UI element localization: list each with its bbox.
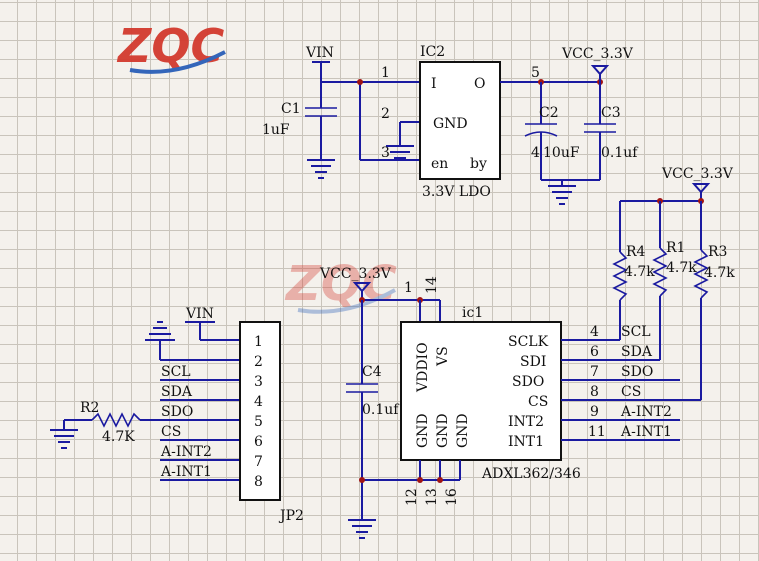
ldo-pin-input: I (431, 76, 437, 92)
header-ref: JP2 (278, 508, 304, 524)
ldo-pin4-number: 4 (531, 145, 540, 161)
ldo-section: VIN C1 1uF 1 2 3 IC2 I O GND en by (262, 44, 639, 205)
ldo-type: 3.3V LDO (422, 184, 491, 200)
accel-pin-num-9: 9 (590, 404, 599, 420)
r4-ref: R4 (626, 244, 646, 260)
c2-value: 10uF (543, 145, 580, 161)
zqc-logo-top: ZQC (116, 19, 226, 74)
ldo-ic-box (419, 61, 501, 180)
header-section: VIN SCL SDA SDO CS A-INT2 A-INT1 R2 4. (50, 306, 304, 524)
c2-ref: C2 (539, 105, 559, 121)
pullup-vcc-label: VCC_3.3V (661, 166, 734, 182)
accel-net-sdo: SDO (621, 364, 653, 380)
accel-pin-int2: INT2 (508, 414, 544, 430)
accel-pin-gnd-2: GND (435, 413, 451, 448)
header-net-cs: CS (161, 424, 181, 440)
accel-net-scl: SCL (621, 324, 651, 340)
accel-pin12-number: 12 (404, 488, 420, 506)
header-box (239, 321, 281, 501)
header-pin-5: 5 (254, 414, 263, 430)
accel-pin-num-4: 4 (590, 324, 599, 340)
accel-pin14-number: 14 (424, 276, 440, 294)
accelerometer-section: VCC_3.3V 1 14 C4 0.1uf ic1 ADXL362/346 V… (319, 266, 701, 539)
zqc-logo-watermark: ZQC (284, 256, 397, 314)
ldo-vin-label: VIN (305, 45, 334, 61)
accel-pin-sclk: SCLK (508, 334, 549, 350)
ldo-pin1-number: 1 (381, 65, 390, 81)
header-pin-2: 2 (254, 354, 263, 370)
ldo-vcc-label: VCC_3.3V (561, 46, 634, 62)
r3-value: 4.7k (704, 265, 735, 281)
accel-vcc-label: VCC_3.3V (319, 266, 392, 282)
r1-value: 4.7k (666, 260, 697, 276)
header-pin-4: 4 (254, 394, 263, 410)
c3-value: 0.1uf (601, 145, 639, 161)
logo-text: ZQC (116, 19, 224, 73)
ldo-pin-output: O (474, 76, 485, 92)
accel-pin-num-6: 6 (590, 344, 599, 360)
accel-pin-gnd-1: GND (415, 413, 431, 448)
ldo-ref: IC2 (420, 44, 445, 60)
header-pin-1: 1 (254, 334, 263, 350)
r4-value: 4.7k (624, 264, 655, 280)
accel-pin-cs: CS (528, 394, 548, 410)
c3-ref: C3 (601, 105, 621, 121)
accel-pin-num-8: 8 (590, 384, 599, 400)
accel-pin-vs: VS (435, 346, 451, 367)
accel-pin-num-11: 11 (588, 424, 606, 440)
c4-ref: C4 (362, 364, 382, 380)
r3-ref: R3 (708, 244, 727, 260)
accel-part: ADXL362/346 (481, 466, 581, 482)
accel-pin-num-7: 7 (590, 364, 599, 380)
header-pin-3: 3 (254, 374, 263, 390)
r1-ref: R1 (666, 240, 685, 256)
header-vin-label: VIN (185, 306, 214, 322)
c1-value: 1uF (262, 122, 290, 138)
ldo-pin3-number: 3 (381, 145, 390, 161)
accel-net-sda: SDA (621, 344, 653, 360)
accel-pin-int1: INT1 (508, 434, 544, 450)
header-pin-8: 8 (254, 474, 263, 490)
ldo-pin2-number: 2 (381, 106, 390, 122)
header-pin-6: 6 (254, 434, 263, 450)
pullup-section: VCC_3.3V R4 4.7k R1 4.7k R3 4.7k (612, 166, 735, 400)
header-net-scl: SCL (161, 364, 191, 380)
logo-watermark-text: ZQC (284, 256, 397, 312)
accel-ic-box (400, 321, 562, 461)
header-net-aint2: A-INT2 (160, 444, 212, 460)
accel-pin-gnd-3: GND (455, 413, 471, 448)
r2-value: 4.7K (102, 429, 135, 445)
header-net-sdo: SDO (161, 404, 193, 420)
accel-pin-sdi: SDI (520, 354, 546, 370)
ldo-pin-en: en (431, 156, 448, 172)
r2-ref: R2 (80, 400, 99, 416)
accel-pin-vddio: VDDIO (415, 342, 431, 393)
c4-value: 0.1uf (362, 402, 400, 418)
accel-pin-sdo: SDO (512, 374, 544, 390)
accel-net-aint2: A-INT2 (620, 404, 672, 420)
accel-ref: ic1 (462, 305, 483, 321)
ldo-pin-gnd: GND (433, 116, 468, 132)
accel-pin1-number: 1 (404, 280, 413, 296)
ldo-pin-by: by (470, 156, 487, 172)
accel-net-cs: CS (621, 384, 641, 400)
accel-net-aint1: A-INT1 (620, 424, 672, 440)
header-net-sda: SDA (161, 384, 193, 400)
header-net-aint1: A-INT1 (160, 464, 212, 480)
accel-pin16-number: 16 (444, 488, 460, 506)
ldo-pin5-number: 5 (531, 65, 540, 81)
accel-pin13-number: 13 (424, 488, 440, 506)
header-pin-7: 7 (254, 454, 263, 470)
c1-ref: C1 (281, 101, 301, 117)
